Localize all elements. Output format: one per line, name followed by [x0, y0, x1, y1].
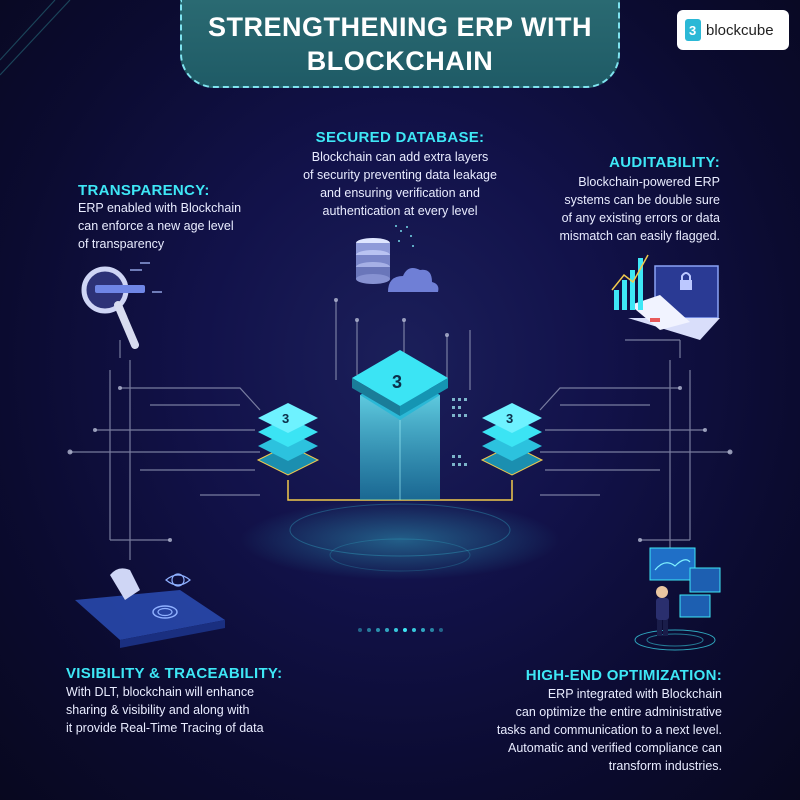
pagination-dots — [358, 628, 443, 632]
visibility-line: sharing & visibility and along with — [66, 703, 250, 717]
transparency-line: can enforce a new age level — [78, 219, 234, 233]
blockcube-logo-icon: 3 — [685, 19, 701, 41]
optimization-line: Automatic and verified compliance can — [507, 741, 722, 755]
svg-text:3: 3 — [506, 411, 513, 426]
auditability-line: Blockchain-powered ERP — [578, 175, 720, 189]
title-banner: STRENGTHENING ERP WITH BLOCKCHAIN — [180, 0, 620, 88]
auditability-title: AUDITABILITY: — [609, 154, 720, 171]
visibility-line: it provide Real-Time Tracing of data — [66, 721, 264, 735]
logo-text: blockcube — [706, 21, 774, 39]
circuit-lines — [70, 300, 730, 560]
visibility-body: With DLT, blockchain will enhance sharin… — [66, 683, 264, 737]
visibility-line: With DLT, blockchain will enhance — [66, 685, 255, 699]
title-line-1: STRENGTHENING ERP WITH — [207, 12, 593, 42]
secured-database-line: Blockchain can add extra layers — [311, 150, 489, 164]
transparency-line: ERP enabled with Blockchain — [78, 201, 242, 215]
auditability-line: mismatch can easily flagged. — [559, 229, 721, 243]
fingerprint-scan-icon — [75, 568, 225, 648]
transparency-line: of transparency — [78, 237, 165, 251]
visibility-title: VISIBILITY & TRACEABILITY: — [66, 665, 283, 682]
right-block-stack-icon: 3 — [480, 403, 544, 476]
laptop-lock-icon — [611, 254, 720, 340]
secured-database-line: of security preventing data leakage — [303, 168, 497, 182]
optimization-body: ERP integrated with Blockchain can optim… — [452, 685, 722, 775]
secured-database-title: SECURED DATABASE: — [315, 129, 485, 146]
auditability-line: systems can be double sure — [564, 193, 720, 207]
secured-database-body: Blockchain can add extra layers of secur… — [280, 148, 520, 220]
svg-text:3: 3 — [282, 411, 289, 426]
server-cloud-icon — [356, 225, 439, 292]
blockchain-tower-icon: 3 — [352, 350, 448, 500]
left-block-stack-icon: 3 — [256, 403, 320, 476]
optimization-line: tasks and communication to a next level. — [496, 723, 722, 737]
secured-database-line: authentication at every level — [322, 204, 478, 218]
svg-text:3: 3 — [392, 372, 402, 392]
transparency-body: ERP enabled with Blockchain can enforce … — [78, 199, 241, 253]
person-dashboard-icon — [634, 547, 721, 651]
optimization-title: HIGH-END OPTIMIZATION: — [525, 667, 722, 684]
optimization-line: ERP integrated with Blockchain — [547, 687, 722, 701]
auditability-line: of any existing errors or data — [561, 211, 720, 225]
optimization-line: can optimize the entire administrative — [515, 705, 722, 719]
transparency-title: TRANSPARENCY: — [78, 182, 210, 199]
magnifier-icon — [81, 262, 162, 349]
auditability-body: Blockchain-powered ERP systems can be do… — [520, 173, 721, 245]
optimization-line: transform industries. — [608, 759, 722, 773]
secured-database-line: and ensuring verification and — [320, 186, 480, 200]
svg-text:3: 3 — [689, 23, 696, 38]
blockcube-logo: 3 blockcube — [677, 10, 789, 50]
title-line-2: BLOCKCHAIN — [306, 46, 494, 76]
